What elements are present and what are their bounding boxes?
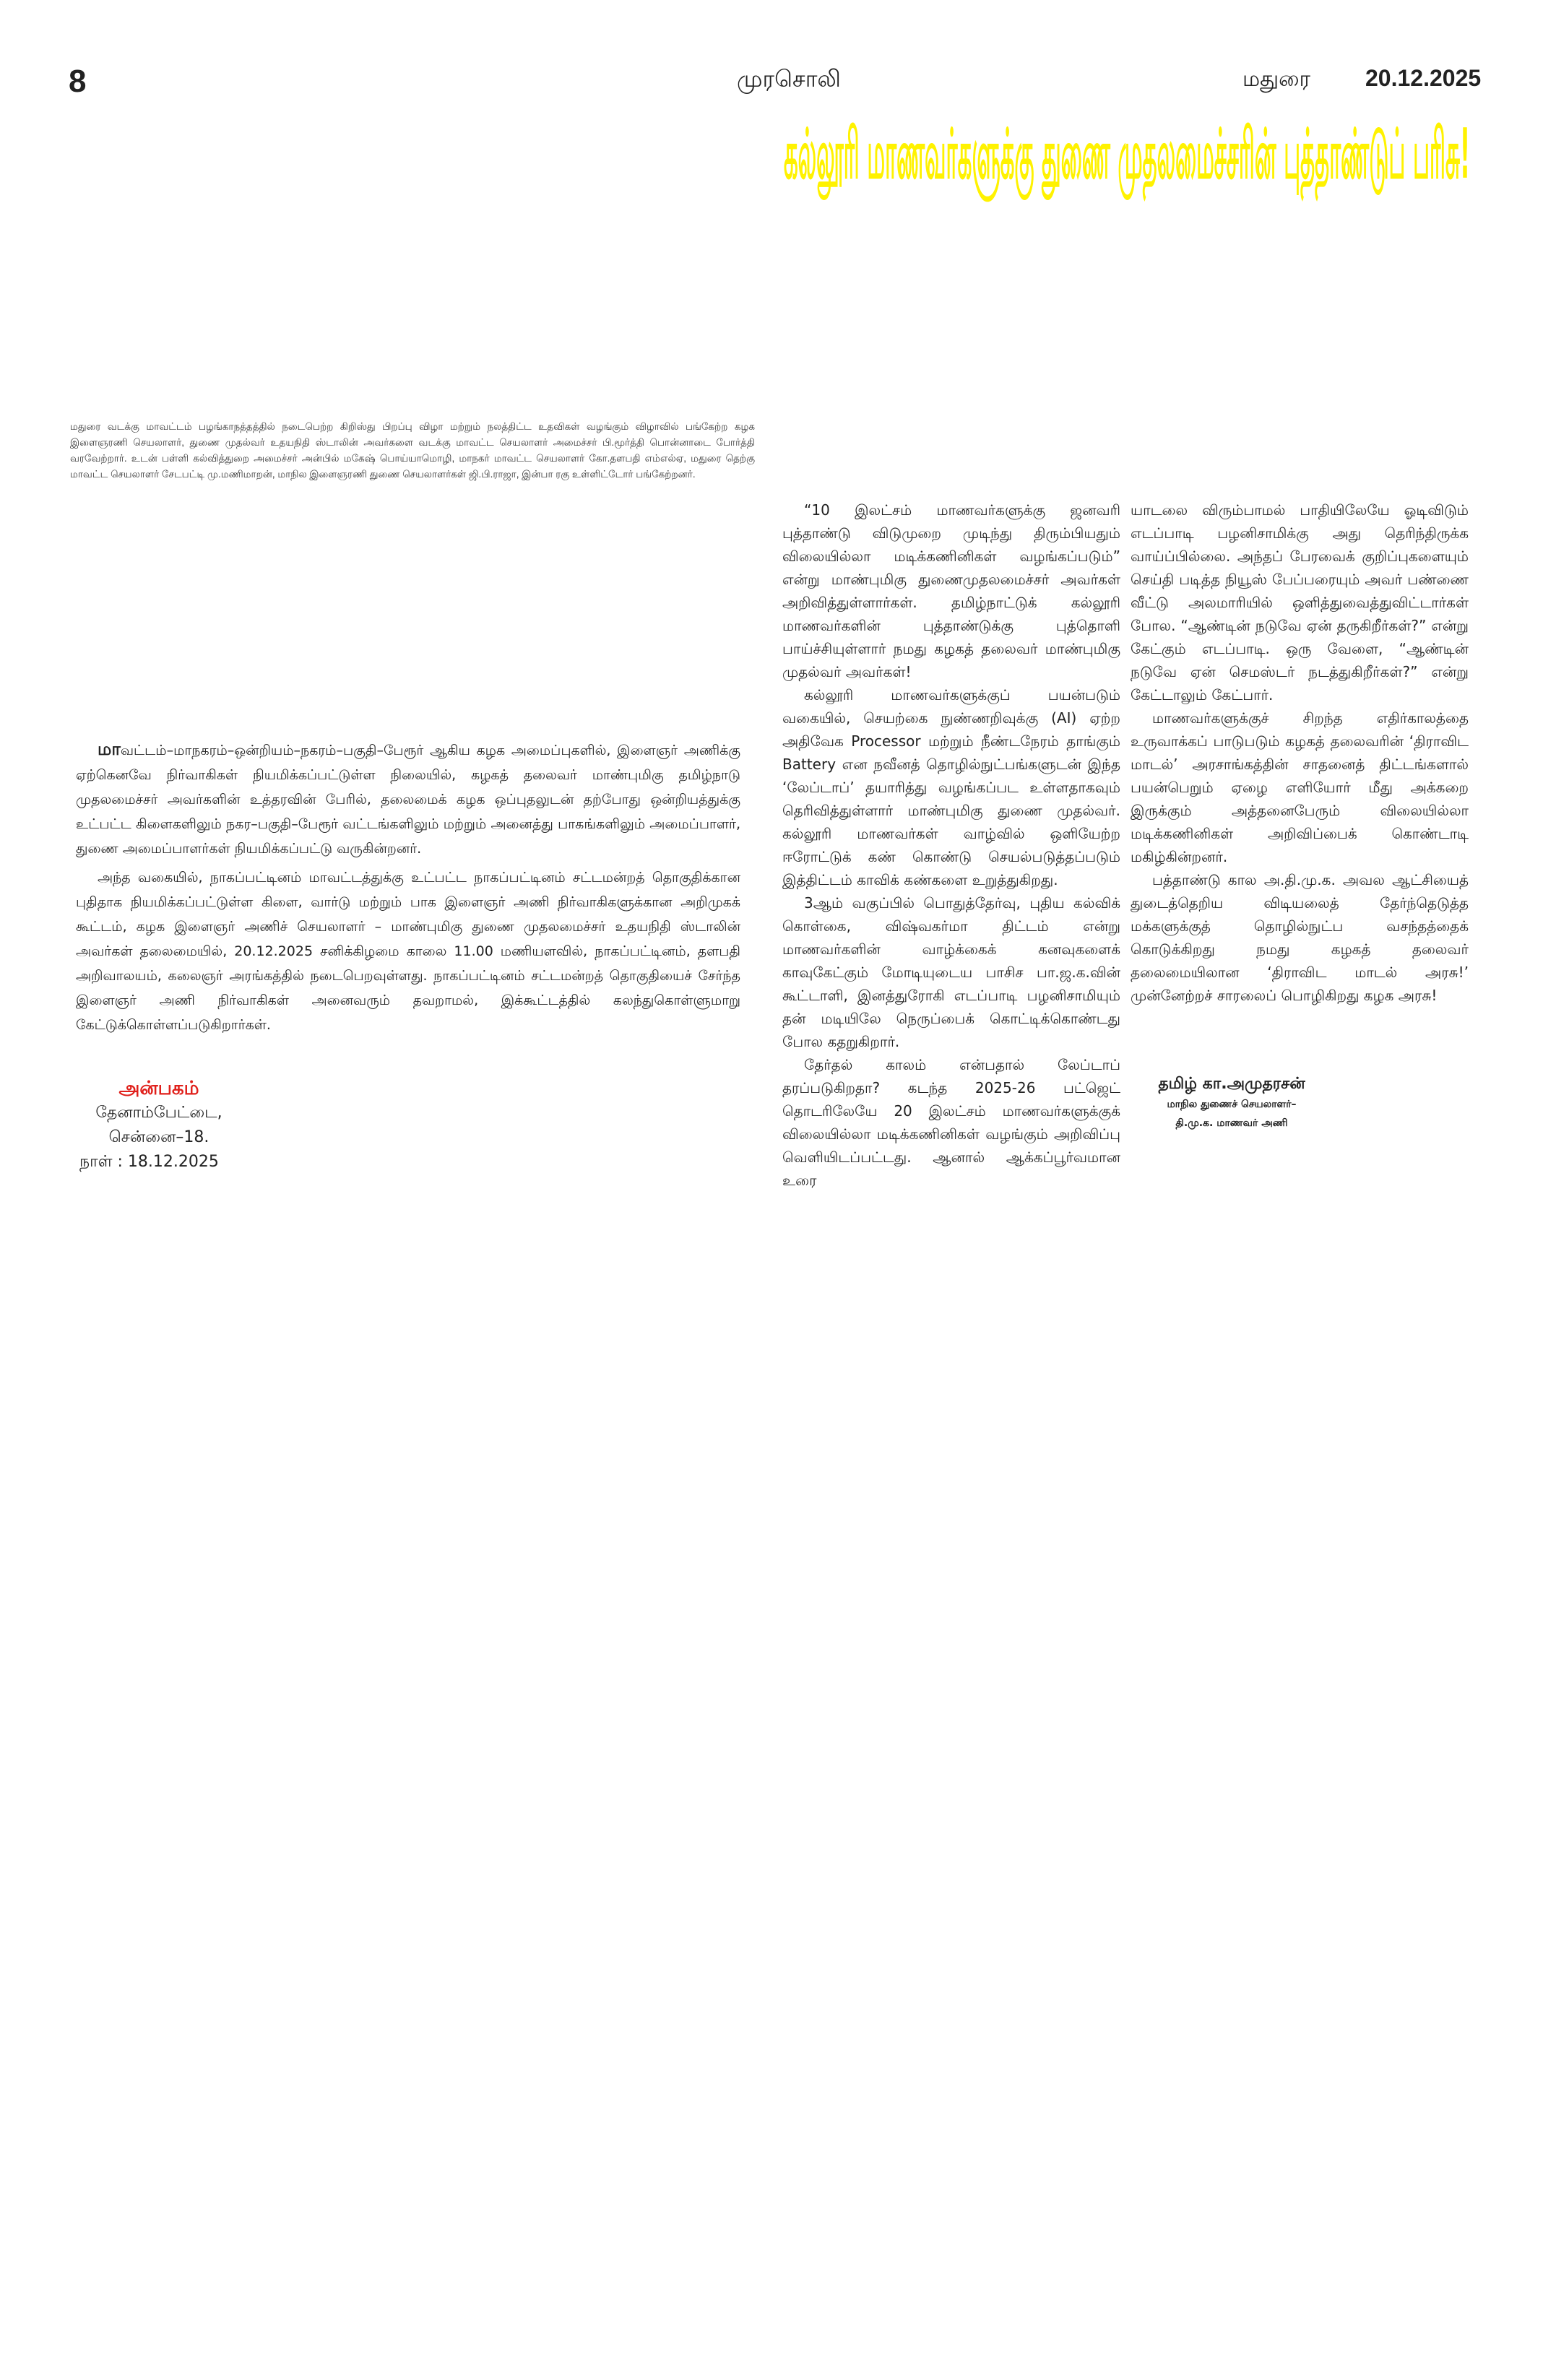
article-paragraph: கல்லூரி மாணவர்களுக்குப் பயன்படும் வகையில… [782,686,1120,888]
headline-container: கல்லூரி மாணவர்களுக்கு துணை முதலமைச்சரின்… [784,121,1470,194]
edition-date: 20.12.2025 [1365,65,1482,91]
article-paragraph: பத்தாண்டு கால அ.தி.மு.க. அவல ஆட்சியைத் த… [1131,871,1469,1004]
page-number: 8 [69,64,87,99]
signature-name: தமிழ் கா.அமுதரசன் [1158,1075,1305,1093]
paragraph-text: வட்டம்–மாநகரம்–ஒன்றியம்–நகரம்–பகுதி–பேரூ… [76,743,740,857]
signature-date: நாள் : 18.12.2025 [79,1153,219,1171]
photo-caption: மதுரை வடக்கு மாவட்டம் பழங்காநத்தத்தில் ந… [70,421,755,480]
headline: கல்லூரி மாணவர்களுக்கு துணை முதலமைச்சரின்… [784,115,1470,195]
signature-address-1: தேனாம்பேட்டை, [95,1104,222,1122]
article-paragraph: மாவட்டம்–மாநகரம்–ஒன்றியம்–நகரம்–பகுதி–பே… [76,737,740,861]
dropcap: மா [98,739,121,759]
signature-designation-2: தி.மு.க. மாணவர் அணி [1175,1117,1288,1129]
left-article: மாவட்டம்–மாநகரம்–ஒன்றியம்–நகரம்–பகுதி–பே… [76,737,740,1042]
signature-address-2: சென்னை–18. [108,1128,209,1146]
article-paragraph: யாடலை விரும்பாமல் பாதியிலேயே ஓடிவிடும் எ… [1131,501,1469,704]
signature-org: அன்பகம் [118,1078,199,1099]
article-paragraph: 3ஆம் வகுப்பில் பொதுத்தேர்வு, புதிய கல்வி… [782,894,1120,1050]
right-article-column-1: “10 இலட்சம் மாணவர்களுக்கு ஜனவரி புத்தாண்… [782,498,1120,1192]
article-paragraph: மாணவர்களுக்குச் சிறந்த எதிர்காலத்தை உருவ… [1131,709,1469,865]
signature-designation-1: மாநில துணைச் செயலாளர்– [1167,1099,1297,1110]
article-paragraph: “10 இலட்சம் மாணவர்களுக்கு ஜனவரி புத்தாண்… [782,501,1120,680]
masthead: முரசொலி [737,65,841,92]
article-paragraph: அந்த வகையில், நாகப்பட்டினம் மாவட்டத்துக்… [76,870,741,1033]
edition-city: மதுரை [1242,66,1311,92]
right-signature: தமிழ் கா.அமுதரசன் மாநில துணைச் செயலாளர்–… [1156,1075,1308,1133]
left-signature: அன்பகம் தேனாம்பேட்டை, சென்னை–18. நாள் : … [72,1076,246,1174]
article-paragraph: தேர்தல் காலம் என்பதால் லேப்டாப் தரப்படுக… [782,1056,1120,1189]
right-article-column-2: யாடலை விரும்பாமல் பாதியிலேயே ஓடிவிடும் எ… [1131,498,1469,1007]
